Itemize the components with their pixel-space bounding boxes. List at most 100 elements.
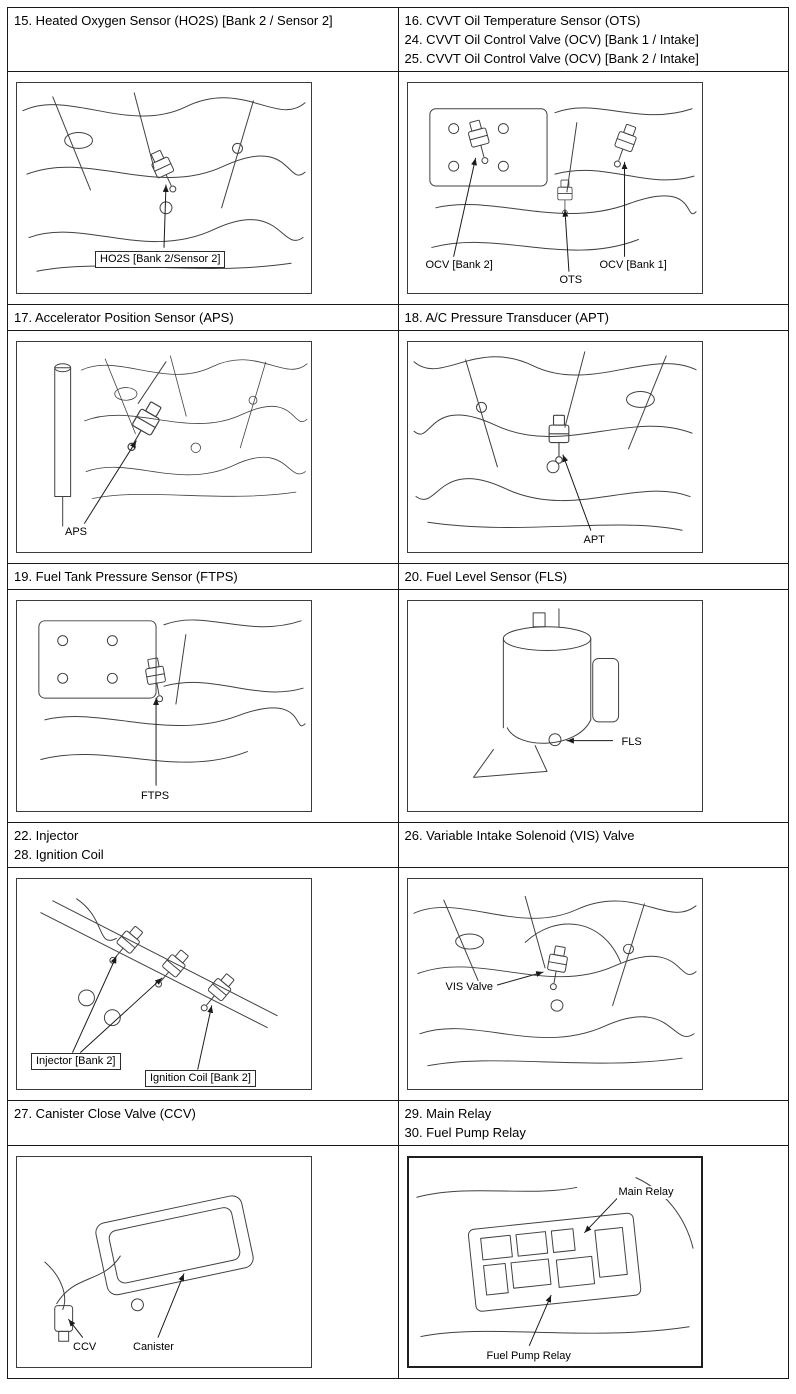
- leader-line: [452, 157, 477, 257]
- component-name: 20. Fuel Level Sensor (FLS): [404, 569, 568, 584]
- line-art: [412, 895, 697, 1067]
- figure-frame: FTPS: [16, 600, 312, 812]
- figure-label-ocv-bank1: OCV [Bank 1]: [597, 259, 669, 272]
- engine-illustration-ots-ocv: [428, 107, 697, 272]
- canister-drawing: [95, 1195, 254, 1312]
- line-art: [415, 1177, 694, 1346]
- component-name: 17. Accelerator Position Sensor (APS): [14, 310, 234, 325]
- figure-frame: APT: [406, 341, 703, 553]
- component-name: 24. CVVT Oil Control Valve (OCV) [Bank 1…: [404, 32, 699, 47]
- header-cell-ftps: 19. Fuel Tank Pressure Sensor (FTPS): [8, 564, 399, 590]
- engine-illustration-ccv: [44, 1195, 254, 1342]
- figure-label-injector: Injector [Bank 2]: [31, 1053, 121, 1070]
- figure-cell-apt: APT: [398, 331, 789, 564]
- figure-frame: Main Relay Fuel Pump Relay: [406, 1156, 703, 1368]
- component-location-table: 15. Heated Oxygen Sensor (HO2S) [Bank 2 …: [7, 7, 789, 1379]
- ho2s-sensor-drawing: [147, 147, 183, 196]
- component-name: 25. CVVT Oil Control Valve (OCV) [Bank 2…: [404, 51, 699, 66]
- aps-sensor-drawing: [119, 398, 166, 456]
- line-art: [54, 355, 308, 527]
- component-name: 28. Ignition Coil: [14, 847, 104, 862]
- leader-line: [68, 1318, 84, 1338]
- leader-line: [197, 1005, 214, 1070]
- header-cell-fls: 20. Fuel Level Sensor (FLS): [398, 564, 789, 590]
- component-name: 22. Injector: [14, 828, 79, 843]
- line-art: [472, 608, 619, 778]
- leader-line: [157, 1273, 185, 1338]
- figure-cell-ho2s: HO2S [Bank 2/Sensor 2]: [8, 72, 399, 305]
- line-art: [40, 898, 278, 1070]
- component-name: 27. Canister Close Valve (CCV): [14, 1106, 196, 1121]
- figure-label-aps: APS: [63, 526, 90, 539]
- leader-line: [80, 977, 163, 1053]
- header-cell-ho2s: 15. Heated Oxygen Sensor (HO2S) [Bank 2 …: [8, 8, 399, 72]
- figure-cell-relays: Main Relay Fuel Pump Relay: [398, 1146, 789, 1379]
- figure-label-fls: FLS: [619, 736, 644, 749]
- figure-label-ignition-coil: Ignition Coil [Bank 2]: [145, 1070, 256, 1087]
- figure-cell-ftps: FTPS: [8, 590, 399, 823]
- engine-illustration-relays: [415, 1177, 694, 1346]
- vis-valve-drawing: [543, 944, 570, 992]
- component-name: 15. Heated Oxygen Sensor (HO2S) [Bank 2 …: [14, 13, 333, 28]
- figure-label-canister: Canister: [131, 1341, 176, 1354]
- engine-illustration-ho2s: [22, 92, 306, 272]
- line-art: [44, 1195, 254, 1342]
- figure-label-ots: OTS: [557, 274, 585, 287]
- figure-label-fuel-pump-relay: Fuel Pump Relay: [484, 1350, 573, 1363]
- figure-cell-ccv: CCV Canister: [8, 1146, 399, 1379]
- header-cell-apt: 18. A/C Pressure Transducer (APT): [398, 305, 789, 331]
- component-name: 29. Main Relay: [404, 1106, 492, 1121]
- leader-line: [561, 209, 569, 272]
- header-cell-vis: 26. Variable Intake Solenoid (VIS) Valve: [398, 823, 789, 868]
- line-art: [38, 619, 306, 786]
- component-name: 16. CVVT Oil Temperature Sensor (OTS): [404, 13, 641, 28]
- leader-line: [496, 971, 544, 986]
- header-cell-relays: 29. Main Relay 30. Fuel Pump Relay: [398, 1101, 789, 1146]
- figure-cell-vis: VIS Valve: [398, 868, 789, 1101]
- component-name: 30. Fuel Pump Relay: [404, 1125, 526, 1140]
- ccv-valve-drawing: [54, 1305, 74, 1342]
- engine-illustration-ftps: [38, 619, 306, 786]
- figure-label-vis: VIS Valve: [443, 981, 495, 994]
- header-cell-ccv: 27. Canister Close Valve (CCV): [8, 1101, 399, 1146]
- figure-frame: APS: [16, 341, 312, 553]
- figure-label-ocv-bank2: OCV [Bank 2]: [423, 259, 495, 272]
- leader-line: [561, 454, 591, 531]
- line-art: [412, 351, 697, 531]
- figure-frame: OCV [Bank 2] OTS OCV [Bank 1]: [406, 82, 703, 294]
- figure-cell-aps: APS: [8, 331, 399, 564]
- component-name: 26. Variable Intake Solenoid (VIS) Valve: [404, 828, 635, 843]
- leader-line: [72, 955, 117, 1053]
- leader-line: [84, 440, 137, 524]
- engine-illustration-fls: [472, 608, 619, 778]
- header-cell-injector-coil: 22. Injector 28. Ignition Coil: [8, 823, 399, 868]
- figure-frame: Injector [Bank 2] Ignition Coil [Bank 2]: [16, 878, 312, 1090]
- ocv-bank2-drawing: [464, 118, 495, 167]
- figure-label-ftps: FTPS: [139, 790, 172, 803]
- figure-label-ccv: CCV: [71, 1341, 99, 1354]
- leader-line: [528, 1294, 552, 1346]
- line-art: [428, 107, 697, 272]
- header-cell-aps: 17. Accelerator Position Sensor (APS): [8, 305, 399, 331]
- engine-illustration-apt: [412, 351, 697, 531]
- component-name: 18. A/C Pressure Transducer (APT): [404, 310, 609, 325]
- leader-line: [162, 184, 169, 248]
- fls-unit-drawing: [548, 733, 561, 747]
- figure-label-main-relay: Main Relay: [616, 1186, 676, 1199]
- engine-illustration-aps: [54, 355, 308, 527]
- component-name: 19. Fuel Tank Pressure Sensor (FTPS): [14, 569, 238, 584]
- leader-line: [583, 1194, 621, 1234]
- figure-frame: HO2S [Bank 2/Sensor 2]: [16, 82, 312, 294]
- engine-illustration-vis: [412, 895, 697, 1067]
- engine-illustration-injector-coil: [40, 898, 278, 1070]
- line-art: [22, 92, 306, 272]
- figure-frame: VIS Valve: [406, 878, 703, 1090]
- figure-frame: CCV Canister: [16, 1156, 312, 1368]
- header-cell-ots-ocv: 16. CVVT Oil Temperature Sensor (OTS) 24…: [398, 8, 789, 72]
- figure-label-apt: APT: [581, 534, 607, 547]
- fuse-box-drawing: [467, 1212, 641, 1312]
- figure-cell-fls: FLS: [398, 590, 789, 823]
- figure-frame: FLS: [406, 600, 703, 812]
- figure-cell-injector-coil: Injector [Bank 2] Ignition Coil [Bank 2]: [8, 868, 399, 1101]
